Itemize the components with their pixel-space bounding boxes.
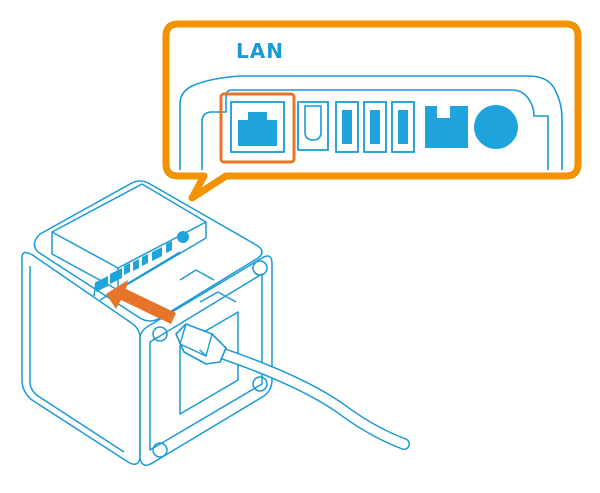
screw-cap-icon — [252, 376, 268, 392]
usb-port-3 — [391, 101, 415, 153]
printer — [21, 180, 273, 466]
screw-cap-icon — [252, 260, 268, 276]
power-jack-icon — [297, 101, 329, 151]
screw-cap-icon — [152, 326, 168, 342]
back-panel-outline — [179, 75, 563, 170]
insert-arrow-icon — [106, 280, 176, 324]
lan-port — [219, 92, 296, 164]
lan-cable — [175, 323, 410, 450]
insert-arrow — [106, 280, 176, 324]
callout: LAN — [162, 20, 582, 202]
drawer-port — [425, 106, 468, 148]
power-port — [297, 101, 329, 151]
round-dc-port-icon — [474, 105, 518, 149]
lan-label: LAN — [236, 39, 284, 63]
rj45-connector-icon — [175, 323, 227, 365]
port-recess-outline — [201, 89, 549, 170]
ethernet-port-icon — [238, 112, 277, 146]
dc-in-port — [474, 105, 518, 149]
rear-block — [51, 183, 207, 291]
drawer-kick-port-icon — [425, 106, 468, 148]
lan-port-highlight — [219, 92, 296, 164]
usb-port-1 — [335, 101, 359, 153]
usb-port-2 — [363, 101, 387, 153]
screw-cap-icon — [152, 442, 168, 458]
front-recess — [179, 311, 239, 415]
